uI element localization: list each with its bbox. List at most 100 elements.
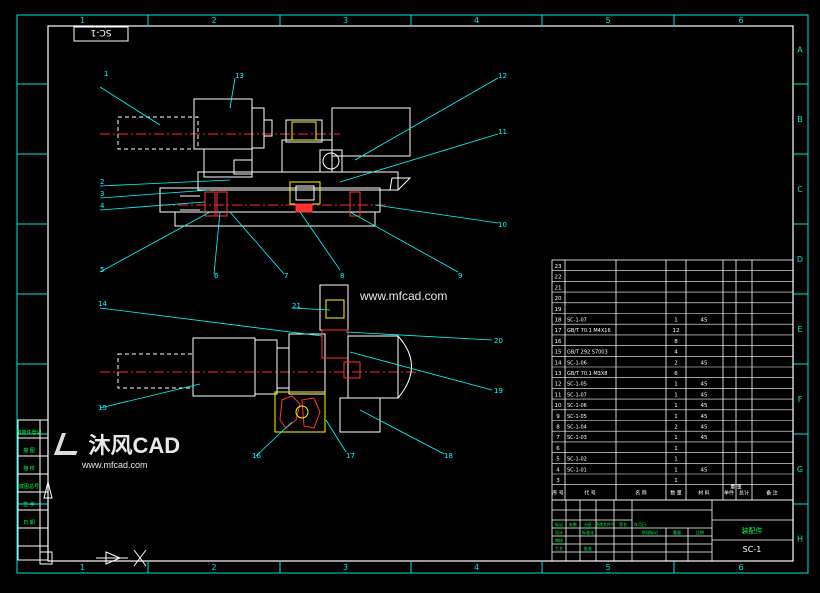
bom-row-qty: 1: [674, 403, 678, 409]
bom-row-qty: 1: [674, 467, 678, 473]
zone-row-label: A: [797, 46, 803, 55]
balloon-21: 21: [292, 302, 301, 310]
leader-line: [255, 421, 293, 457]
zone-col-label-bottom: 5: [605, 563, 610, 572]
bom-row-no: 13: [555, 371, 562, 377]
bom-row-no: 22: [555, 275, 562, 281]
balloon-6: 6: [214, 272, 219, 280]
balloon-7: 7: [284, 272, 288, 280]
code-box-text: SC-1: [91, 27, 112, 37]
bom-row-qty: 6: [674, 371, 678, 377]
bom-row-qty: 1: [674, 414, 678, 420]
bom-row-code: SC-1-05: [567, 382, 587, 388]
balloon-1: 1: [104, 70, 108, 78]
bom-row-no: 19: [555, 307, 562, 313]
leader-line: [339, 133, 499, 183]
bom-row-code: SC-1-01: [567, 467, 587, 473]
zone-col-label-bottom: 1: [80, 563, 85, 572]
bom-row-mat: 45: [701, 425, 708, 431]
title-block-name: 装配件: [742, 526, 763, 535]
title-block-label: 比例: [696, 529, 704, 535]
balloon-19: 19: [494, 387, 503, 395]
bom-header-cell: 材 料: [698, 490, 710, 497]
bom-row-qty: 12: [673, 328, 680, 334]
title-block-label: 批准: [584, 545, 592, 551]
zone-row-label: B: [797, 115, 803, 124]
bom-row-code: SC-1-04: [567, 425, 587, 431]
bom-row-no: 12: [555, 382, 562, 388]
leader-line: [354, 77, 499, 161]
bom-row-no: 23: [555, 264, 562, 270]
zone-row-label: C: [797, 185, 803, 194]
bom-row-qty: 1: [674, 435, 678, 441]
bom-row-code: GB/T 70.1 M4X16: [567, 328, 611, 334]
bom-row-qty: 1: [674, 478, 678, 484]
bom-header-cell: 单件: [724, 490, 734, 497]
leader-lines: [99, 77, 499, 457]
zone-row-label: G: [797, 465, 803, 474]
leader-line: [359, 409, 445, 455]
bom-row-qty: 8: [674, 339, 678, 345]
leader-line: [349, 351, 493, 391]
zone-col-label-bottom: 2: [211, 563, 216, 572]
bom-row-mat: 45: [701, 414, 708, 420]
zone-col-label-top: 2: [211, 16, 216, 25]
leader-line: [291, 307, 331, 311]
bom-row-code: SC-1-07: [567, 392, 587, 398]
bom-row-qty: 1: [674, 382, 678, 388]
bottom-view: [100, 284, 420, 433]
balloon-13: 13: [235, 72, 244, 80]
leader-line: [99, 189, 211, 199]
zone-col-label-bottom: 3: [343, 563, 348, 572]
bom-row-no: 8: [556, 425, 560, 431]
leader-line: [213, 211, 221, 275]
zone-col-label-bottom: 4: [474, 563, 479, 572]
balloon-5: 5: [100, 266, 104, 274]
bom-row-no: 4: [556, 467, 560, 473]
bom-header-cell: 名 称: [635, 490, 647, 497]
balloon-3: 3: [100, 190, 104, 198]
bom-row-code: SC-1-06: [567, 403, 587, 409]
balloon-14: 14: [98, 300, 107, 308]
bom-header-cell: 数 量: [670, 490, 682, 497]
bom-row-no: 11: [555, 392, 562, 398]
bom-row-no: 14: [555, 360, 562, 366]
bom-row-mat: 45: [701, 435, 708, 441]
title-block-label: 审核: [555, 537, 563, 543]
projection-symbols: [39, 481, 147, 567]
balloon-10: 10: [498, 221, 507, 229]
leader-line: [299, 211, 341, 271]
bom-row-no: 5: [556, 457, 560, 463]
bom-table-frame: [551, 259, 794, 501]
left-panel-label: 日 期: [23, 520, 35, 526]
logo-subtext: www.mfcad.com: [82, 460, 148, 470]
bom-row-no: 15: [555, 350, 562, 356]
leader-line: [99, 86, 161, 126]
bom-row-qty: 1: [674, 446, 678, 452]
leader-line: [99, 179, 231, 187]
title-block-small-labels: 标记处数分区更改文件号签名年月日设计标准化阶段标记重量比例审核工艺批准: [555, 521, 704, 551]
leader-line: [374, 204, 499, 224]
title-block-label: 更改文件号: [595, 521, 615, 527]
zone-col-label-top: 5: [605, 16, 610, 25]
zone-row-label: F: [798, 395, 803, 404]
top-view: [100, 98, 412, 227]
bom-row-mat: 45: [701, 403, 708, 409]
balloon-16: 16: [252, 452, 261, 460]
bom-row-no: 10: [555, 403, 562, 409]
balloon-8: 8: [340, 272, 344, 280]
leader-line: [345, 331, 493, 341]
leader-line: [99, 383, 201, 409]
left-panel-label: 描 图: [23, 447, 35, 454]
bom-row-qty: 1: [674, 318, 678, 324]
left-panel-label: 底图总号: [19, 483, 39, 490]
leader-line: [99, 211, 211, 273]
balloon-18: 18: [444, 452, 453, 460]
title-block-frame: [551, 499, 794, 562]
zone-col-label-bottom: 6: [738, 563, 743, 572]
bom-row-qty: 4: [674, 350, 678, 356]
left-panel: [17, 419, 49, 561]
